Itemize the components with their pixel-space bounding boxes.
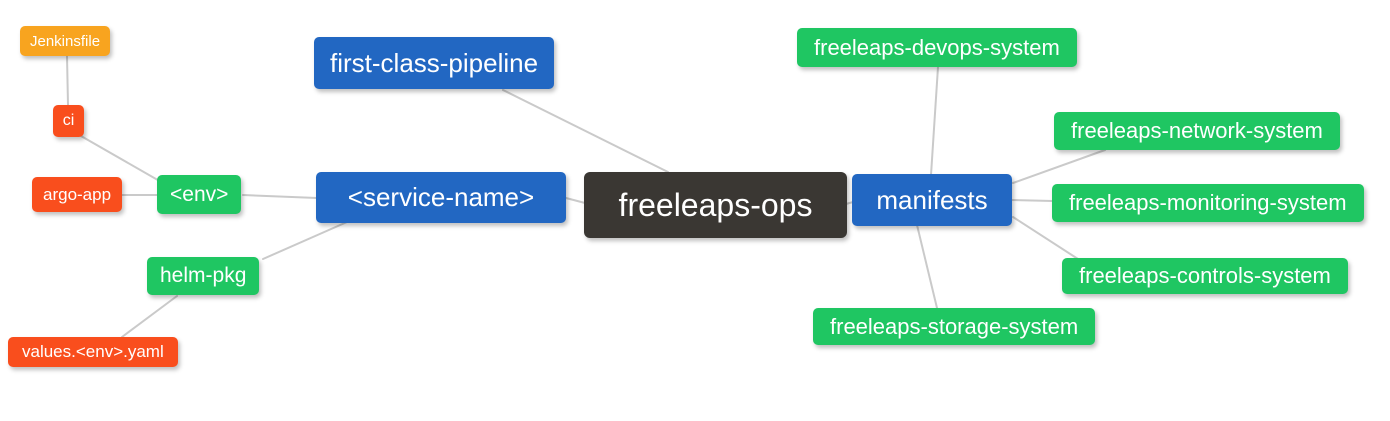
node-manifests[interactable]: manifests — [852, 174, 1012, 226]
node-storage-system[interactable]: freeleaps-storage-system — [813, 308, 1096, 345]
node-helm-pkg[interactable]: helm-pkg — [147, 257, 260, 295]
edge-env-service-name — [242, 194, 318, 199]
node-jenkinsfile[interactable]: Jenkinsfile — [20, 26, 111, 56]
node-ci[interactable]: ci — [53, 105, 84, 137]
edge-manifests-controls — [1012, 216, 1079, 260]
node-network-system[interactable]: freeleaps-network-system — [1054, 112, 1340, 150]
edge-manifests-network — [1012, 149, 1106, 184]
edge-helm-pkg-service-name — [262, 221, 348, 260]
edge-root-manifests — [845, 201, 854, 205]
edge-service-name-root — [565, 197, 586, 204]
edge-pipeline-root — [502, 89, 669, 173]
node-argo-app[interactable]: argo-app — [32, 177, 123, 212]
edge-manifests-storage — [916, 224, 938, 309]
edge-values-helm-pkg — [121, 295, 178, 338]
node-first-class-pipeline[interactable]: first-class-pipeline — [314, 37, 555, 89]
edge-ci-env — [80, 135, 164, 184]
edge-manifests-monitoring — [1010, 199, 1054, 202]
node-monitoring-system[interactable]: freeleaps-monitoring-system — [1052, 184, 1364, 222]
node-values-env-yaml[interactable]: values.<env>.yaml — [8, 337, 178, 367]
edge-devops-manifests — [930, 66, 939, 176]
node-freeleaps-ops-root[interactable]: freeleaps-ops — [584, 172, 847, 238]
node-service-name[interactable]: <service-name> — [316, 172, 566, 223]
edge-jenkinsfile-ci — [66, 55, 69, 106]
node-devops-system[interactable]: freeleaps-devops-system — [797, 28, 1077, 67]
node-controls-system[interactable]: freeleaps-controls-system — [1062, 258, 1348, 294]
node-env[interactable]: <env> — [157, 175, 242, 214]
